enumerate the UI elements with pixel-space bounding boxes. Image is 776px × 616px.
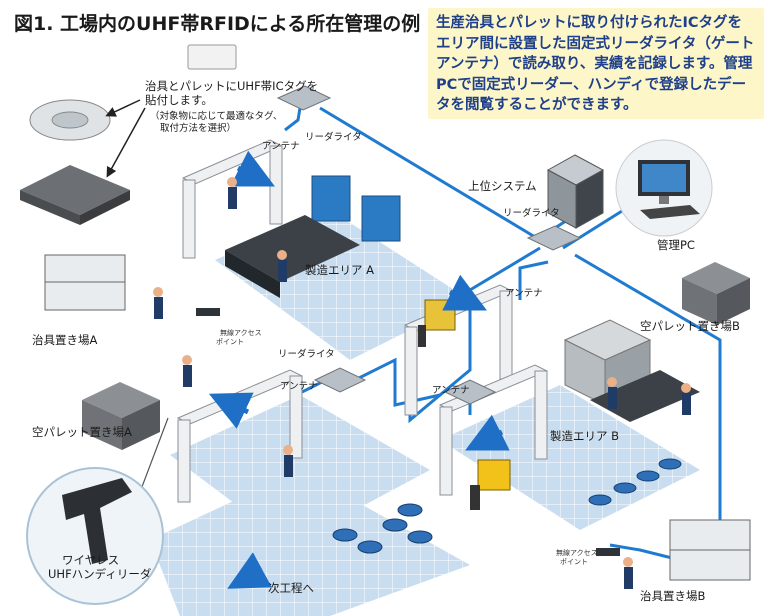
jig-rack-b xyxy=(669,519,751,581)
wireless-ap-label-2a: 無線アクセス xyxy=(556,549,598,557)
admin-pc-illustration xyxy=(615,139,713,237)
tag-note-line1: 治具とパレットにUHF帯ICタグを xyxy=(145,79,319,93)
antenna-label-1: アンテナ xyxy=(262,141,300,152)
handy-reader-device xyxy=(62,478,132,564)
wireless-ap-label-2b: ポイント xyxy=(560,558,588,566)
page-title: 図1. 工場内のUHF帯RFIDによる所在管理の例 xyxy=(14,13,421,35)
antenna-label-3: アンテナ xyxy=(280,381,318,392)
upper-system-label: 上位システム xyxy=(468,179,537,193)
workers xyxy=(153,177,691,589)
wireless-ap-label-1a: 無線アクセス xyxy=(220,329,262,337)
antenna-label-2: アンテナ xyxy=(505,288,543,299)
reader-writer-label-3: リーダライタ xyxy=(278,349,335,360)
admin-pc-label: 管理PC xyxy=(657,238,695,252)
handy-reader-label-2: UHFハンディリーダ xyxy=(48,567,152,581)
next-process-label: 次工程へ xyxy=(268,581,314,595)
tag-note-sub1: （対象物に応じて最適なタグ、 xyxy=(150,111,283,122)
empty-pallet-a-label: 空パレット置き場A xyxy=(32,425,132,439)
empty-pallet-b-label: 空パレット置き場B xyxy=(640,319,740,333)
antenna-label-4: アンテナ xyxy=(432,385,470,396)
tag-note-sub2: 取付方法を選択） xyxy=(160,123,237,134)
upper-system-server xyxy=(546,154,605,229)
jig-storage-a-label: 治具置き場A xyxy=(32,333,98,347)
manufacturing-machines-a xyxy=(225,175,401,298)
empty-pallet-stack-a xyxy=(82,382,160,450)
jig-rack-a xyxy=(44,254,126,311)
reader-writer-label-2: リーダライタ xyxy=(503,208,560,219)
mfg-area-a-label: 製造エリア A xyxy=(305,263,375,277)
handy-reader-label-1: ワイヤレス xyxy=(62,553,120,567)
tag-note-line2: 貼付します。 xyxy=(145,93,213,107)
empty-pallet-stack-b xyxy=(682,262,750,325)
reader-writer-devices xyxy=(276,85,582,405)
wireless-ap-label-1b: ポイント xyxy=(216,338,244,346)
description-box: 生産治具とパレットに取り付けられたICタグをエリア間に設置した固定式リーダライタ… xyxy=(428,8,764,119)
mfg-area-b-label: 製造エリア B xyxy=(550,429,620,443)
reader-writer-label-1: リーダライタ xyxy=(305,132,362,143)
blue-drum-stacks xyxy=(332,458,682,554)
wireless-access-points xyxy=(196,308,620,556)
id-tag-illustration xyxy=(187,44,237,70)
flow-arrows xyxy=(208,150,510,589)
pallet xyxy=(20,165,130,215)
jig-storage-b-label: 治具置き場B xyxy=(640,589,706,603)
forklift-yellow xyxy=(470,459,511,510)
